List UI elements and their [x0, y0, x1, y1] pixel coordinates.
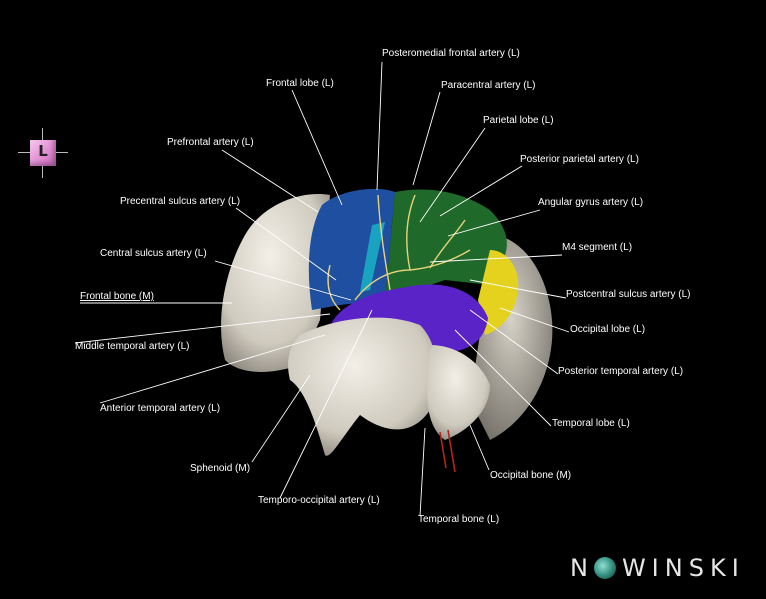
leader-lines	[74, 61, 570, 517]
label-paracentral-artery: Paracentral artery (L)	[441, 80, 536, 91]
label-middle-temporal-artery: Middle temporal artery (L)	[75, 341, 190, 352]
label-temporo-occipital-artery: Temporo-occipital artery (L)	[258, 495, 380, 506]
logo-brain-icon	[593, 557, 616, 579]
orientation-letter: L	[38, 142, 48, 160]
label-central-sulcus-artery: Central sulcus artery (L)	[100, 248, 207, 259]
occipital-lobe-shape	[478, 250, 519, 335]
orientation-indicator: L	[18, 128, 68, 178]
frontal-lobe-shape	[308, 188, 395, 310]
label-prefrontal-artery: Prefrontal artery (L)	[167, 137, 254, 148]
logo-text-start: N	[570, 554, 594, 582]
label-angular-gyrus-artery: Angular gyrus artery (L)	[538, 197, 644, 208]
label-parietal-lobe: Parietal lobe (L)	[483, 115, 554, 126]
label-temporal-lobe: Temporal lobe (L)	[552, 418, 630, 429]
label-postcentral-sulcus-artery: Postcentral sulcus artery (L)	[566, 289, 691, 300]
label-posterior-parietal-artery: Posterior parietal artery (L)	[520, 154, 639, 165]
logo-text-end: WINSKI	[621, 554, 745, 582]
label-precentral-sulcus-artery: Precentral sulcus artery (L)	[120, 196, 241, 207]
nowinski-logo: N WINSKI	[570, 554, 750, 582]
red-vessel	[439, 429, 456, 473]
label-occipital-bone: Occipital bone (M)	[490, 470, 572, 481]
label-anterior-temporal-artery: Anterior temporal artery (L)	[100, 403, 221, 414]
central-gyrus-strip	[360, 222, 385, 292]
label-posteromedial-frontal-artery: Posteromedial frontal artery (L)	[382, 48, 520, 59]
sphenoid-shape	[288, 317, 437, 456]
label-posterior-temporal-artery: Posterior temporal artery (L)	[558, 366, 684, 377]
label-frontal-bone: Frontal bone (M)	[80, 291, 154, 302]
label-frontal-lobe: Frontal lobe (L)	[266, 78, 334, 89]
artery-network	[327, 194, 471, 311]
frontal-bone-shape	[221, 194, 330, 372]
temporal-bone-shape	[427, 345, 490, 440]
label-temporal-bone: Temporal bone (L)	[418, 514, 500, 525]
label-m4-segment: M4 segment (L)	[562, 242, 633, 253]
label-occipital-lobe: Occipital lobe (L)	[570, 324, 646, 335]
orientation-cube-icon	[30, 140, 56, 166]
label-sphenoid: Sphenoid (M)	[190, 463, 251, 474]
